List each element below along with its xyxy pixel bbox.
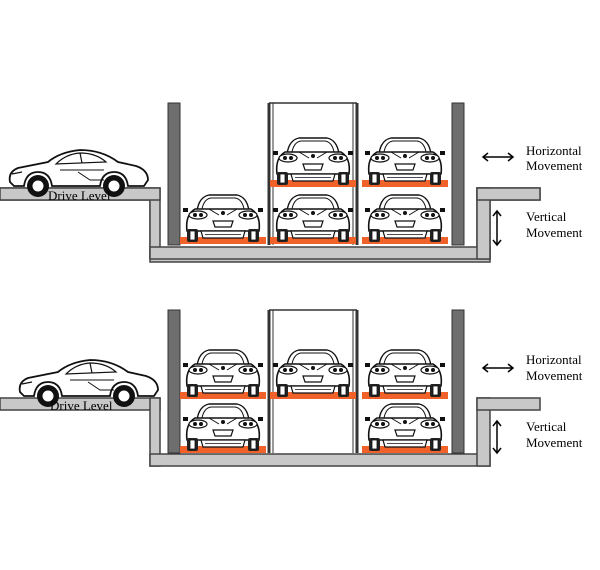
- column-right: [451, 309, 465, 454]
- parked-car-upper-2: [272, 349, 354, 398]
- drive-level-label: Drive Level: [48, 188, 111, 203]
- horizontal-movement-label-line1: Horizontal: [526, 143, 582, 158]
- platform-upper-2: [270, 180, 356, 187]
- parked-car-upper-1: [182, 349, 264, 398]
- platform-lower-3: [362, 446, 448, 453]
- parked-car-upper-2: [272, 137, 354, 186]
- vertical-arrow-icon: [492, 209, 502, 247]
- parked-car-upper-3: [364, 349, 446, 398]
- platform-lower-1: [180, 237, 266, 244]
- platform-upper-3: [362, 392, 448, 399]
- parked-car-upper-3: [364, 137, 446, 186]
- parked-car-lower-1: [182, 194, 264, 243]
- parked-car-lower-3: [364, 403, 446, 452]
- column-left: [167, 309, 181, 454]
- pit-floor: [149, 453, 491, 467]
- platform-upper-2: [270, 392, 356, 399]
- vertical-movement-label-line1: Vertical: [526, 209, 567, 224]
- column-left: [167, 102, 181, 246]
- horizontal-arrow-icon: [481, 363, 515, 373]
- platform-lower-2: [270, 237, 356, 244]
- platform-lower-3: [362, 237, 448, 244]
- column-right: [451, 102, 465, 246]
- vertical-movement-label-line2: Movement: [526, 225, 583, 240]
- ground-right: [476, 187, 541, 201]
- horizontal-movement-label-line2: Movement: [526, 368, 583, 383]
- drive-level-label: Drive Level: [50, 398, 113, 413]
- vertical-arrow-icon: [492, 419, 502, 455]
- horizontal-movement-label-line2: Movement: [526, 158, 583, 173]
- parked-car-lower-1: [182, 403, 264, 452]
- pit-floor: [149, 246, 491, 260]
- horizontal-arrow-icon: [481, 152, 515, 162]
- vertical-movement-label-line1: Vertical: [526, 419, 567, 434]
- horizontal-movement-label-line1: Horizontal: [526, 352, 582, 367]
- platform-lower-1: [180, 446, 266, 453]
- ground-right: [476, 397, 541, 411]
- platform-upper-1: [180, 392, 266, 399]
- vertical-movement-label-line2: Movement: [526, 435, 583, 450]
- diagram-bottom: Drive Level Horizontal Movement Vertical…: [0, 309, 583, 467]
- platform-upper-3: [362, 180, 448, 187]
- diagram-top: Drive Level Horizontal Movement Vertical…: [0, 102, 583, 263]
- parked-car-lower-3: [364, 194, 446, 243]
- parked-car-lower-2: [272, 194, 354, 243]
